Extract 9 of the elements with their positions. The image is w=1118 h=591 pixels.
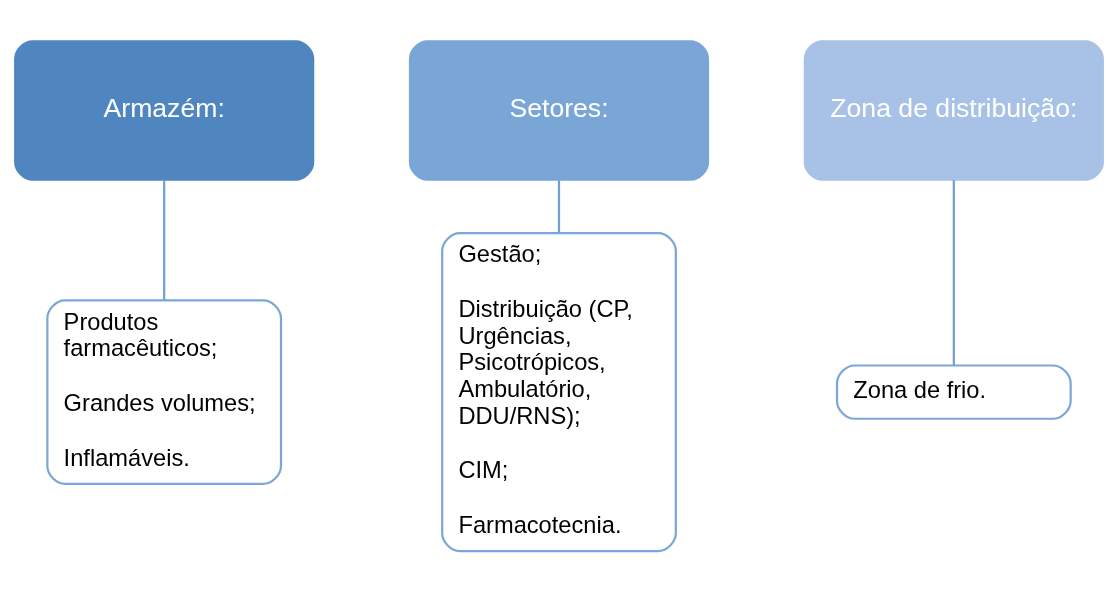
connector bbox=[952, 179, 955, 365]
node-box: Armazém: bbox=[14, 39, 315, 181]
node-box: Zona de frio. bbox=[835, 363, 1072, 420]
node-box: Zona de distribuição: bbox=[803, 39, 1104, 181]
node-box: Setores: bbox=[408, 39, 710, 181]
connector bbox=[163, 179, 166, 300]
node-box: Produtos farmacêuticos; Grandes volumes; Inflamáveis. bbox=[46, 298, 283, 485]
node-box: Gestão; Distribuição (CP, Urgências, Psicotrópicos, Ambulatório, DDU/RNS); CIM; Farmacotecnia. bbox=[441, 231, 677, 552]
connector bbox=[557, 179, 561, 233]
